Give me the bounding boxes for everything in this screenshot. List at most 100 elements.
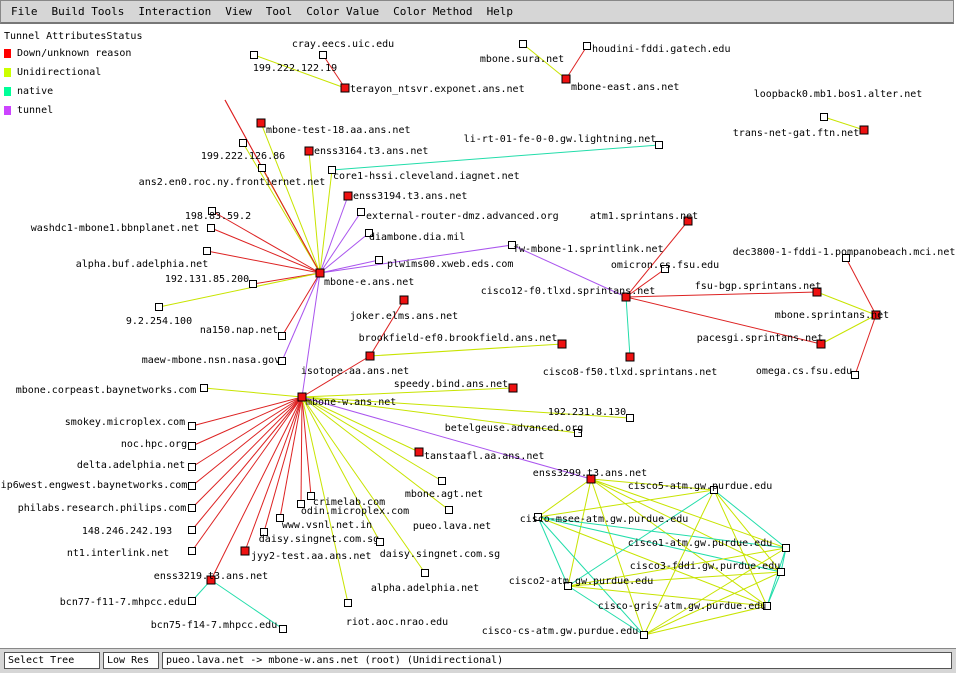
resolution-field[interactable]: Low Res — [103, 652, 159, 669]
tunnel-edge-loopback-transnet[interactable] — [823, 116, 865, 131]
node-square[interactable] — [343, 191, 353, 201]
tunnel-edge-crimelab-mbonew[interactable] — [301, 396, 312, 497]
node-square[interactable] — [188, 597, 196, 605]
tunnel-edge-enss3299-cisco1[interactable] — [590, 478, 787, 549]
node-core1[interactable]: core1-hssi.cleveland.iagnet.net — [328, 166, 520, 183]
node-square[interactable] — [871, 310, 881, 320]
tunnel-edge-alphabuf-mbonee[interactable] — [206, 250, 321, 274]
tunnel-edge-odin-mbonew[interactable] — [300, 396, 303, 505]
tunnel-edge-bcn75-enss3219[interactable] — [210, 579, 284, 630]
node-square[interactable] — [777, 568, 785, 576]
node-joker[interactable]: joker.elms.ans.net — [350, 295, 458, 322]
tunnel-edge-joker-isotope[interactable] — [369, 299, 405, 357]
tunnel-edge-diambone-mbonee[interactable] — [319, 232, 370, 274]
node-fsubgp[interactable]: fsu-bgp.sprintans.net — [695, 281, 822, 297]
node-n148[interactable]: 148.246.242.193 — [82, 526, 196, 537]
tunnel-edge-cisco5-cisco1[interactable] — [713, 489, 787, 549]
node-corpeast[interactable]: mbone.corpeast.baynetworks.com — [16, 384, 208, 397]
node-pacesgi[interactable]: pacesgi.sprintans.net — [697, 333, 826, 349]
node-square[interactable] — [276, 514, 284, 522]
tunnel-edge-pueo-mbonew[interactable] — [301, 396, 450, 511]
node-enss3164[interactable]: enss3164.t3.ans.net — [304, 146, 428, 157]
node-square[interactable] — [655, 141, 663, 149]
tunnel-edge-mboneagt-mbonew[interactable] — [301, 396, 443, 482]
tunnel-edge-n199_19-terayon[interactable] — [253, 54, 346, 89]
node-square[interactable] — [328, 166, 336, 174]
node-square[interactable] — [188, 547, 196, 555]
node-square[interactable] — [278, 332, 286, 340]
node-square[interactable] — [155, 303, 163, 311]
node-crimelab[interactable]: crimelab.com — [307, 492, 386, 509]
node-square[interactable] — [812, 287, 822, 297]
tunnel-edge-enss3299-ciscocs[interactable] — [590, 478, 645, 636]
mode-field[interactable]: Select Tree — [4, 652, 100, 669]
tunnel-edge-pacesgi-cisco12[interactable] — [625, 296, 822, 345]
tunnel-edge-isotope-mbonew[interactable] — [301, 355, 371, 398]
tunnel-edge-ciscomsee-cisco1[interactable] — [537, 516, 787, 549]
tunnel-edge-ciscomsee-ciscogris[interactable] — [537, 516, 768, 607]
tunnel-edge-enss3299-cisco2[interactable] — [567, 478, 592, 587]
node-na150[interactable]: na150.nap.net — [200, 325, 286, 340]
tunnel-edge-n9_2-mbonee[interactable] — [158, 272, 321, 308]
node-jyy2[interactable]: jyy2-test.aa.ans.net — [240, 546, 371, 562]
node-transnet[interactable]: trans-net-gat.ftn.net — [733, 125, 869, 139]
node-square[interactable] — [763, 602, 771, 610]
node-mbonew[interactable]: mbone-w.ans.net — [297, 392, 396, 408]
tunnel-edge-mbonesprint-fsubgp[interactable] — [816, 291, 877, 316]
menu-tool[interactable]: Tool — [265, 5, 293, 18]
tunnel-edge-extrouter-mbonee[interactable] — [319, 211, 362, 274]
node-cisco1[interactable]: cisco1-atm.gw.purdue.edu — [628, 538, 790, 552]
node-n192_200[interactable]: 192.131.85.200 — [165, 274, 257, 288]
node-n192_130[interactable]: 192.231.8.130 — [548, 407, 634, 422]
tunnel-edge-cisco5-ciscogris[interactable] — [713, 489, 768, 607]
tunnel-edge-cisco5-cisco3[interactable] — [713, 489, 782, 573]
node-square[interactable] — [414, 447, 424, 457]
node-cisco12[interactable]: cisco12-f0.tlxd.sprintans.net — [481, 286, 656, 302]
tunnel-edge-omicron-cisco12[interactable] — [625, 268, 666, 298]
menu-color-method[interactable]: Color Method — [393, 5, 473, 18]
node-square[interactable] — [508, 241, 516, 249]
tunnel-edge-daisy1-mbonew[interactable] — [263, 396, 303, 533]
tunnel-edge-cisco1-cisco2[interactable] — [567, 547, 787, 587]
node-square[interactable] — [445, 506, 453, 514]
node-square[interactable] — [561, 74, 571, 84]
node-square[interactable] — [399, 295, 409, 305]
tunnel-edge-enss3299-mbonew[interactable] — [301, 396, 592, 480]
tunnel-edge-enss3299-cisco5[interactable] — [590, 478, 715, 491]
tunnel-edge-fwmbone-mbonee[interactable] — [319, 244, 513, 274]
node-washdc[interactable]: washdc1-mbone1.bbnplanet.net — [31, 223, 215, 234]
node-bcn77[interactable]: bcn77-f11-7.mhpcc.edu — [60, 597, 196, 608]
tunnel-edge-cisco5-ciscocs[interactable] — [643, 489, 715, 636]
tunnel-edge-enss3299-cisco3[interactable] — [590, 478, 782, 573]
node-betelgeuse[interactable]: betelgeuse.advanced.org — [445, 423, 583, 437]
tunnel-edge-mbonenny-mbonee[interactable] — [224, 99, 321, 274]
node-n199_86[interactable]: 199.222.126.86 — [201, 139, 285, 163]
tunnel-edge-mbonew-mbonee[interactable] — [301, 272, 321, 398]
tunnel-edge-cisco8-cisco12[interactable] — [625, 296, 631, 358]
node-loopback[interactable]: loopback0.mb1.bos1.alter.net — [754, 89, 923, 121]
tunnel-edge-houdini-mboneeast[interactable] — [565, 45, 588, 80]
node-daisy2[interactable]: daisy.singnet.com.sg — [376, 538, 501, 561]
tunnel-edge-ciscomsee-cisco2[interactable] — [537, 516, 569, 587]
tunnel-edge-brookfield-isotope[interactable] — [369, 343, 563, 357]
node-square[interactable] — [208, 207, 216, 215]
tunnel-edge-dec3800-mbonesprint[interactable] — [845, 257, 877, 316]
node-square[interactable] — [188, 504, 196, 512]
node-omicron[interactable]: omicron.cs.fsu.edu — [611, 260, 719, 273]
node-square[interactable] — [188, 526, 196, 534]
node-square[interactable] — [564, 582, 572, 590]
node-maew[interactable]: maew-mbone.nsn.nasa.gov — [142, 355, 286, 366]
node-square[interactable] — [260, 528, 268, 536]
node-square[interactable] — [859, 125, 869, 135]
tunnel-edge-cisco2-ciscocs[interactable] — [567, 585, 645, 636]
node-riot[interactable]: riot.aoc.nrao.edu — [344, 599, 449, 629]
tunnel-edge-ciscogris-ciscocs[interactable] — [643, 605, 768, 636]
node-terayon[interactable]: terayon_ntsvr.exponet.ans.net — [340, 83, 525, 95]
tunnel-edge-n192_200-mbonee[interactable] — [252, 272, 321, 285]
node-square[interactable] — [621, 292, 631, 302]
node-square[interactable] — [661, 265, 669, 273]
node-houdini[interactable]: houdini-fddi.gatech.edu — [583, 42, 731, 56]
node-square[interactable] — [207, 224, 215, 232]
tunnel-edge-mbonetest-mbonee[interactable] — [260, 122, 321, 274]
node-noc[interactable]: noc.hpc.org — [121, 439, 196, 450]
